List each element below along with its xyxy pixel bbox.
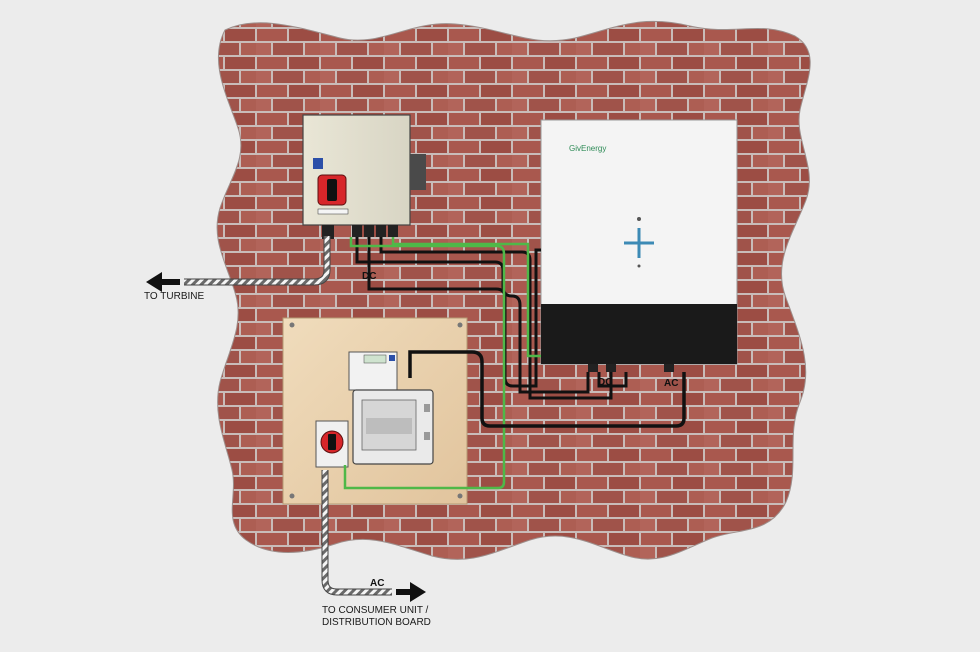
status-cross-icon bbox=[624, 217, 654, 268]
arrow-icon bbox=[396, 582, 426, 602]
ac-cable bbox=[408, 350, 686, 428]
consumer-unit-label-line1: TO CONSUMER UNIT / bbox=[322, 605, 429, 616]
inverter: GivEnergy bbox=[540, 119, 738, 372]
earth-cable-1 bbox=[391, 237, 541, 358]
dc-label-bottom: DC bbox=[598, 377, 612, 388]
turbine-isolator-box bbox=[302, 114, 426, 239]
dc-label-top: DC bbox=[362, 271, 376, 282]
indicator-light-icon bbox=[313, 158, 323, 169]
generation-meter bbox=[348, 351, 398, 391]
ac-label-right: AC bbox=[664, 378, 678, 389]
arrow-icon bbox=[146, 272, 180, 292]
to-turbine-label: TO TURBINE bbox=[144, 291, 205, 302]
consumer-unit-label-line2: DISTRIBUTION BOARD bbox=[322, 617, 431, 628]
cable-gland-icon bbox=[322, 225, 334, 239]
rotary-isolator-icon bbox=[317, 174, 347, 206]
inverter-brand: GivEnergy bbox=[569, 144, 606, 153]
earth-cable-2 bbox=[343, 237, 506, 490]
ac-label-bottom: AC bbox=[370, 578, 384, 589]
consumer-unit bbox=[352, 389, 434, 465]
ac-isolator bbox=[315, 420, 349, 468]
